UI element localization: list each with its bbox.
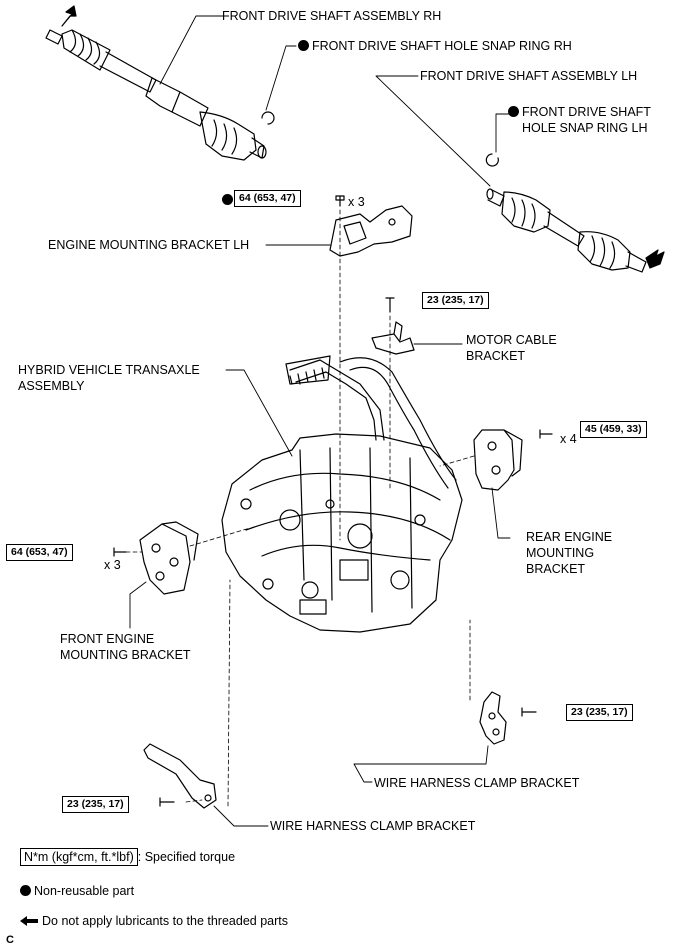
transaxle-drawing: [221, 355, 463, 633]
front-mount-drawing: [139, 521, 199, 595]
label-snap-ring-lh-line1: FRONT DRIVE SHAFT: [522, 105, 651, 119]
label-drive-shaft-rh: FRONT DRIVE SHAFT ASSEMBLY RH: [222, 9, 442, 23]
label-front-mount-line2: MOUNTING BRACKET: [60, 648, 191, 662]
label-engine-mount-lh: ENGINE MOUNTING BRACKET LH: [48, 238, 250, 252]
torque-wire-clamp-right: 23 (235, 17): [566, 704, 633, 721]
non-reusable-icon: [298, 40, 309, 51]
label-transaxle-line1: HYBRID VEHICLE TRANSAXLE: [18, 363, 200, 377]
rear-mount-drawing: [473, 429, 523, 491]
drive-shaft-rh-drawing: [45, 29, 267, 161]
snap-ring-lh-drawing: [485, 153, 499, 167]
legend-non-reusable: Non-reusable part: [20, 884, 134, 898]
torque-rear-mount: 45 (459, 33): [580, 421, 647, 438]
label-rear-mount-line2: MOUNTING: [526, 546, 595, 560]
arrow-rh: [61, 5, 77, 27]
label-snap-ring-rh: FRONT DRIVE SHAFT HOLE SNAP RING RH: [298, 39, 572, 54]
label-motor-cable-line1: MOTOR CABLE: [466, 333, 557, 347]
legend-torque: N*m (kgf*cm, ft.*lbf): Specified torque: [20, 848, 236, 866]
bolt-lh: [335, 195, 345, 207]
legend-no-lubricant-text: Do not apply lubricants to the threaded …: [42, 914, 288, 928]
qty-engine-mount-lh: x 3: [348, 195, 365, 209]
qty-front-mount: x 3: [104, 558, 121, 572]
legend-non-reusable-text: Non-reusable part: [34, 884, 135, 898]
label-snap-ring-lh-line2: HOLE SNAP RING LH: [522, 121, 648, 135]
label-snap-ring-rh-text: FRONT DRIVE SHAFT HOLE SNAP RING RH: [312, 39, 572, 53]
label-wire-clamp-bottom: WIRE HARNESS CLAMP BRACKET: [270, 819, 476, 833]
bolt-rear: [539, 429, 553, 439]
torque-wire-clamp-bottom: 23 (235, 17): [62, 796, 129, 813]
motor-cable-bracket-drawing: [371, 321, 415, 355]
label-front-mount-line1: FRONT ENGINE: [60, 632, 155, 646]
label-rear-mount-line3: BRACKET: [526, 562, 586, 576]
torque-engine-mount-lh: 64 (653, 47): [234, 190, 301, 207]
label-wire-clamp-right: WIRE HARNESS CLAMP BRACKET: [374, 776, 580, 790]
bolt-front: [113, 547, 127, 557]
legend-torque-box: N*m (kgf*cm, ft.*lbf): [20, 848, 138, 866]
torque-engine-mount-lh-row: [222, 193, 236, 208]
label-transaxle-line2: ASSEMBLY: [18, 379, 85, 393]
bolt-motor: [385, 297, 395, 313]
drive-shaft-lh-drawing: [486, 188, 647, 273]
legend-torque-text: : Specified torque: [137, 850, 236, 864]
arrow-lh: [645, 249, 665, 269]
snap-ring-rh-drawing: [261, 111, 275, 125]
non-reusable-icon: [20, 885, 31, 896]
label-motor-cable-line2: BRACKET: [466, 349, 526, 363]
arrow-icon: [20, 916, 38, 926]
label-snap-ring-lh: FRONT DRIVE SHAFT: [508, 105, 651, 120]
torque-motor-cable: 23 (235, 17): [422, 292, 489, 309]
wire-clamp-right-drawing: [479, 691, 507, 745]
bolt-clamp-bottom: [159, 797, 175, 807]
torque-front-mount: 64 (653, 47): [6, 544, 73, 561]
non-reusable-icon: [508, 106, 519, 117]
corner-mark: C: [6, 934, 14, 946]
legend-no-lubricant: Do not apply lubricants to the threaded …: [20, 914, 288, 928]
label-rear-mount-line1: REAR ENGINE: [526, 530, 613, 544]
wire-clamp-bottom-drawing: [143, 743, 217, 809]
bolt-clamp-right: [521, 707, 537, 717]
qty-rear-mount: x 4: [560, 432, 577, 446]
engine-mount-lh-drawing: [329, 205, 413, 257]
label-drive-shaft-lh: FRONT DRIVE SHAFT ASSEMBLY LH: [420, 69, 638, 83]
non-reusable-icon: [222, 194, 233, 205]
